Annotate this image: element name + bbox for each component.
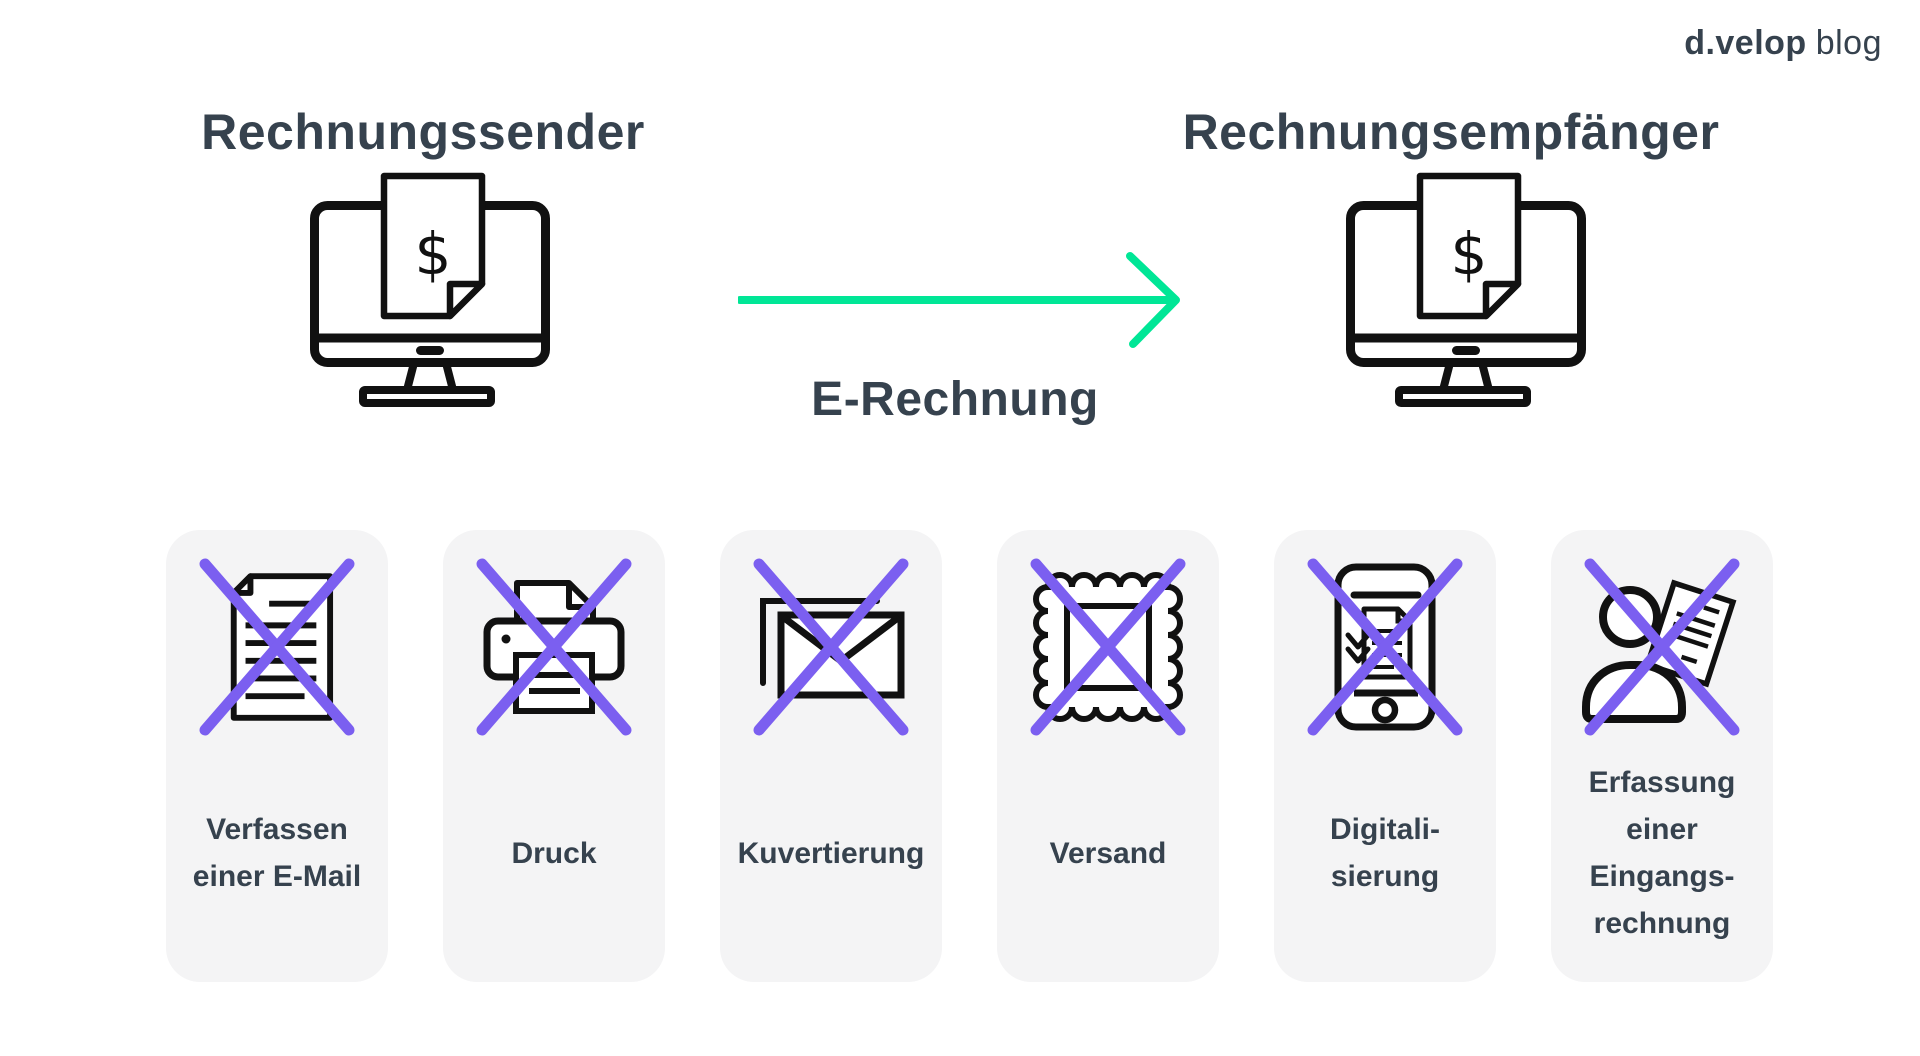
step-card-email: Verfassen einer E-Mail (166, 530, 388, 982)
step-icon-area (474, 556, 634, 738)
step-label: Digitali- sierung (1330, 813, 1440, 893)
step-card-digitize: Digitali- sierung (1274, 530, 1496, 982)
step-icon-area (1028, 556, 1188, 738)
step-icon-area (751, 556, 911, 738)
cross-out-icon (474, 556, 634, 738)
step-card-capture: Erfassung einer Eingangs- rechnung (1551, 530, 1773, 982)
cross-out-icon (1305, 556, 1465, 738)
cross-out-icon (1028, 556, 1188, 738)
step-label: Versand (1049, 836, 1167, 870)
step-icon-area (1305, 556, 1465, 738)
sender-title: Rechnungssender (201, 104, 645, 160)
step-card-stamp: Versand (997, 530, 1219, 982)
step-card-print: Druck (443, 530, 665, 982)
cross-out-icon (197, 556, 357, 738)
step-card-envelope: Kuvertierung (720, 530, 942, 982)
step-label: Druck (511, 836, 597, 870)
step-label: Kuvertierung (737, 836, 925, 870)
sender-monitor-invoice-icon (310, 172, 550, 408)
logo-brand-text: d.velop (1684, 24, 1807, 62)
e-rechnung-label: E-Rechnung (811, 373, 1099, 426)
step-icon-area (1582, 556, 1742, 738)
step-icon-area (197, 556, 357, 738)
step-label: Erfassung einer Eingangs- rechnung (1588, 766, 1736, 940)
receiver-monitor-invoice-icon (1346, 172, 1586, 408)
cross-out-icon (751, 556, 911, 738)
step-label: Verfassen einer E-Mail (192, 813, 362, 893)
receiver-title: Rechnungsempfänger (1182, 104, 1720, 160)
logo-suffix-text: blog (1815, 24, 1882, 62)
right-arrow-icon (738, 252, 1180, 348)
cross-out-icon (1582, 556, 1742, 738)
